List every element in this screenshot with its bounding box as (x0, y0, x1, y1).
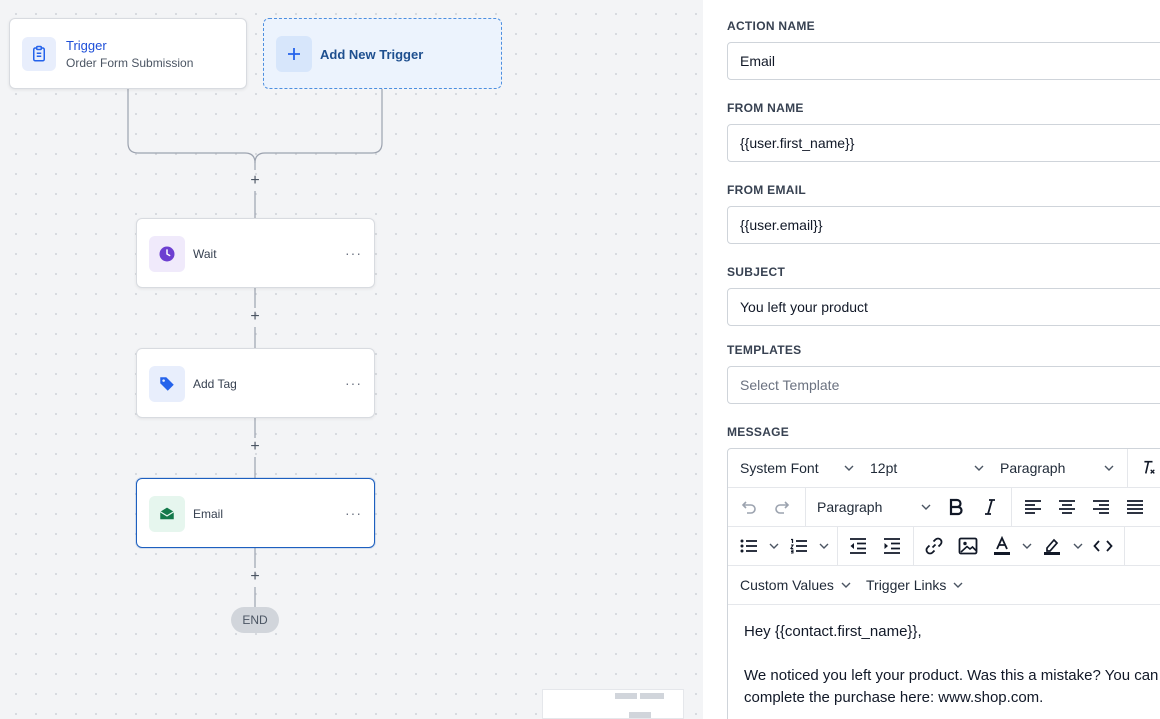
trigger-links-dropdown[interactable]: Trigger Links (866, 577, 947, 593)
bullet-list-icon[interactable] (738, 535, 760, 557)
subject-input[interactable]: You left your product (727, 288, 1160, 326)
from-email-input[interactable]: {{user.email}} (727, 206, 1160, 244)
add-new-trigger-label: Add New Trigger (320, 47, 424, 62)
message-body[interactable]: Hey {{contact.first_name}}, We noticed y… (744, 621, 1160, 719)
plus-icon (276, 36, 312, 72)
editor-toolbar-row: Paragraph (728, 488, 1160, 527)
editor-toolbar-row: System Font 12pt Paragraph (728, 449, 1160, 488)
end-marker: END (231, 607, 279, 633)
subject-label: SUBJECT (727, 265, 786, 279)
editor-toolbar-row: Custom Values Trigger Links (728, 566, 1160, 605)
add-step-button[interactable]: + (250, 308, 260, 325)
outdent-icon[interactable] (847, 535, 869, 557)
message-label: MESSAGE (727, 425, 790, 439)
align-right-icon[interactable] (1090, 496, 1112, 518)
clipboard-icon (22, 37, 56, 71)
action-name-input[interactable]: Email (727, 42, 1160, 80)
more-options-icon[interactable]: ··· (345, 505, 362, 521)
chevron-down-icon (844, 465, 854, 471)
source-code-icon[interactable] (1092, 535, 1114, 557)
action-name-label: ACTION NAME (727, 19, 815, 33)
message-paragraph: We noticed you left your product. Was th… (744, 667, 1159, 706)
align-left-icon[interactable] (1022, 496, 1044, 518)
workflow-node-wait[interactable]: Wait ··· (136, 218, 375, 288)
chevron-down-icon (974, 465, 984, 471)
toolbar-divider (913, 527, 914, 565)
from-name-label: FROM NAME (727, 101, 804, 115)
toolbar-divider (837, 527, 838, 565)
minimap-block (629, 712, 651, 718)
italic-icon[interactable] (979, 496, 1001, 518)
paragraph-format-select[interactable]: Paragraph (817, 499, 883, 515)
undo-icon[interactable] (737, 496, 759, 518)
workflow-connectors (127, 89, 383, 607)
workflow-node-add-tag[interactable]: Add Tag ··· (136, 348, 375, 418)
workflow-node-email[interactable]: Email ··· (136, 478, 375, 548)
templates-label: TEMPLATES (727, 343, 802, 357)
add-step-button[interactable]: + (250, 568, 260, 585)
toolbar-divider (1124, 527, 1125, 565)
node-label: Wait (193, 247, 217, 261)
chevron-down-icon[interactable] (769, 541, 779, 551)
action-settings-panel: ACTION NAME Email FROM NAME {{user.first… (703, 0, 1160, 719)
node-label: Add Tag (193, 377, 237, 391)
editor-toolbar-row (728, 527, 1160, 566)
message-editor[interactable]: System Font 12pt Paragraph Paragraph (727, 448, 1160, 719)
envelope-icon (149, 496, 185, 532)
add-step-button[interactable]: + (250, 172, 260, 189)
minimap-block (640, 693, 664, 699)
font-size-select[interactable]: 12pt (870, 460, 898, 476)
trigger-subtitle: Order Form Submission (66, 56, 194, 70)
toolbar-divider (805, 488, 806, 526)
bold-icon[interactable] (945, 496, 967, 518)
node-label: Email (193, 507, 224, 521)
workflow-canvas[interactable]: Trigger Order Form Submission Add New Tr… (0, 0, 703, 719)
message-greeting: Hey {{contact.first_name}}, (744, 623, 922, 640)
redo-icon[interactable] (772, 496, 794, 518)
highlight-color-icon[interactable] (1041, 535, 1063, 557)
tag-icon (149, 366, 185, 402)
image-icon[interactable] (957, 535, 979, 557)
trigger-card[interactable]: Trigger Order Form Submission (9, 18, 247, 89)
clock-icon (149, 236, 185, 272)
indent-icon[interactable] (881, 535, 903, 557)
from-name-input[interactable]: {{user.first_name}} (727, 124, 1160, 162)
add-new-trigger-button[interactable]: Add New Trigger (263, 18, 502, 89)
chevron-down-icon (841, 582, 851, 588)
chevron-down-icon[interactable] (1022, 541, 1032, 551)
template-select[interactable]: Select Template (727, 366, 1160, 404)
text-color-icon[interactable] (991, 535, 1013, 557)
link-icon[interactable] (923, 535, 945, 557)
add-step-button[interactable]: + (250, 438, 260, 455)
chevron-down-icon (1104, 465, 1114, 471)
chevron-down-icon (953, 582, 963, 588)
minimap-block (615, 693, 637, 699)
chevron-down-icon (921, 504, 931, 510)
font-family-select[interactable]: System Font (740, 460, 819, 476)
trigger-title: Trigger (66, 38, 107, 53)
from-email-label: FROM EMAIL (727, 183, 806, 197)
minimap[interactable] (542, 689, 684, 719)
align-center-icon[interactable] (1056, 496, 1078, 518)
align-justify-icon[interactable] (1124, 496, 1146, 518)
toolbar-divider (1011, 488, 1012, 526)
more-options-icon[interactable]: ··· (345, 375, 362, 391)
clear-formatting-icon[interactable] (1137, 457, 1159, 479)
custom-values-dropdown[interactable]: Custom Values (740, 577, 834, 593)
chevron-down-icon[interactable] (1073, 541, 1083, 551)
toolbar-divider (1127, 449, 1128, 487)
more-options-icon[interactable]: ··· (345, 245, 362, 261)
block-format-select[interactable]: Paragraph (1000, 460, 1066, 476)
chevron-down-icon[interactable] (819, 541, 829, 551)
numbered-list-icon[interactable] (788, 535, 810, 557)
